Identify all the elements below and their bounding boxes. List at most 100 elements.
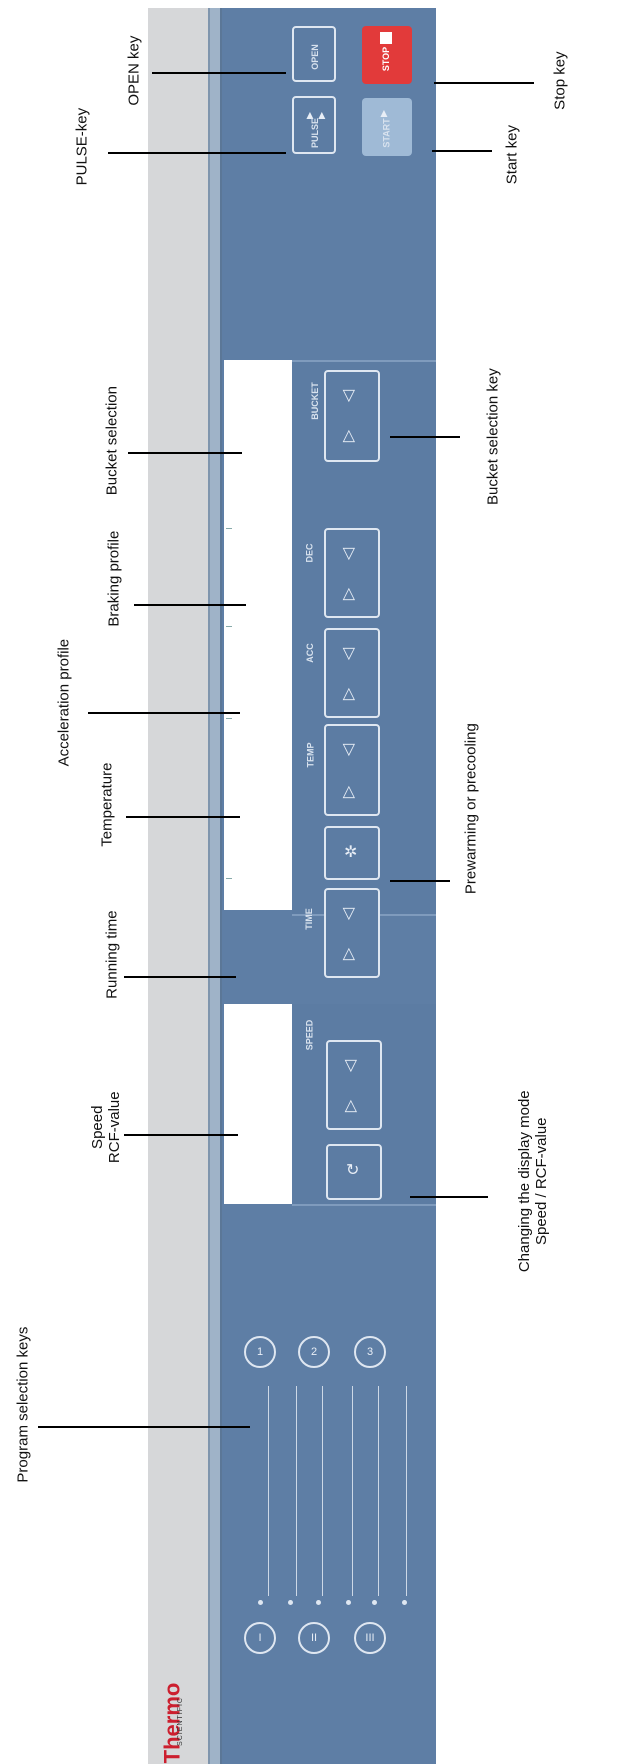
acc-key-label: ACC bbox=[304, 643, 315, 663]
callout-stop-key: Stop key bbox=[551, 51, 569, 110]
leader-bucket-key bbox=[390, 436, 460, 438]
start-key[interactable]: ▲ START bbox=[362, 98, 412, 156]
temp-key-label: TEMP bbox=[305, 742, 316, 768]
prewarm-key[interactable]: ✲ bbox=[324, 826, 380, 880]
program-indicator-line bbox=[296, 1386, 297, 1596]
dec-key-label: DEC bbox=[304, 543, 315, 563]
callout-bucket-selection: Bucket selection bbox=[103, 386, 121, 496]
program-key-II[interactable]: II bbox=[298, 1622, 330, 1654]
leader-acceleration bbox=[88, 712, 240, 714]
snowflake-icon: ✲ bbox=[344, 844, 358, 861]
callout-running-time: Running time bbox=[103, 910, 121, 999]
callout-start-key: Start key bbox=[503, 125, 521, 185]
display-tick bbox=[226, 878, 232, 879]
callout-acceleration-profile: Acceleration profile bbox=[55, 638, 73, 767]
program-key-2[interactable]: 2 bbox=[298, 1336, 330, 1368]
pulse-key[interactable]: ▲▲ PULSE bbox=[292, 96, 336, 154]
pulse-arrows-icon: ▲▲ bbox=[304, 108, 328, 122]
leader-speed bbox=[124, 1134, 238, 1136]
callout-speed-line1: Speed bbox=[88, 1105, 106, 1149]
display-mode-key[interactable]: ↻ bbox=[326, 1144, 382, 1200]
triangle-up-icon: ◁ bbox=[342, 1059, 360, 1073]
panel-edge-rim bbox=[208, 8, 222, 1764]
acceleration-profile-key[interactable]: ◁ ▷ bbox=[324, 628, 380, 718]
open-key-label: OPEN bbox=[309, 44, 320, 70]
callout-open-key: OPEN key bbox=[125, 35, 143, 106]
program-key-3[interactable]: 3 bbox=[354, 1336, 386, 1368]
leader-temperature bbox=[126, 816, 240, 818]
program-led bbox=[258, 1600, 263, 1605]
triangle-down-icon: ▷ bbox=[340, 947, 358, 961]
temperature-key[interactable]: ◁ ▷ bbox=[324, 724, 380, 816]
program-indicator-line bbox=[406, 1386, 407, 1596]
time-key-label: TIME bbox=[303, 908, 314, 930]
program-led bbox=[346, 1600, 351, 1605]
time-key[interactable]: ◁ ▷ bbox=[324, 888, 380, 978]
triangle-down-icon: ▷ bbox=[340, 429, 358, 443]
start-triangle-icon: ▲ bbox=[378, 106, 390, 120]
braking-profile-key[interactable]: ◁ ▷ bbox=[324, 528, 380, 618]
speed-key-label: SPEED bbox=[304, 1019, 315, 1051]
bucket-selection-key[interactable]: ◁ ▷ bbox=[324, 370, 380, 462]
leader-running-time bbox=[124, 976, 236, 978]
leader-pulse bbox=[108, 152, 286, 154]
display-tick bbox=[226, 626, 232, 627]
triangle-up-icon: ◁ bbox=[340, 743, 358, 757]
bucket-key-label: BUCKET bbox=[309, 382, 320, 420]
leader-start bbox=[432, 150, 492, 152]
callout-pulse-key: PULSE-key bbox=[73, 107, 91, 186]
program-led bbox=[402, 1600, 407, 1605]
leader-display-mode bbox=[410, 1196, 488, 1198]
callout-display-mode-line2: Speed / RCF-value bbox=[533, 1117, 550, 1246]
program-led bbox=[316, 1600, 321, 1605]
triangle-down-icon: ▷ bbox=[340, 587, 358, 601]
program-key-1[interactable]: 1 bbox=[244, 1336, 276, 1368]
program-indicator-line bbox=[378, 1386, 379, 1596]
callout-program-keys: Program selection keys bbox=[14, 1326, 32, 1483]
triangle-down-icon: ▷ bbox=[342, 1099, 360, 1113]
program-led bbox=[288, 1600, 293, 1605]
program-key-I[interactable]: I bbox=[244, 1622, 276, 1654]
cycle-icon: ↻ bbox=[346, 1162, 360, 1179]
program-indicator-line bbox=[352, 1386, 353, 1596]
callout-braking-profile: Braking profile bbox=[105, 530, 123, 627]
logo-sub: SCIENTIFIC bbox=[176, 1697, 184, 1746]
callout-speed-line2: RCF-value bbox=[106, 1091, 123, 1164]
program-indicator-line bbox=[322, 1386, 323, 1596]
display-tick bbox=[226, 718, 232, 719]
start-key-label: START bbox=[381, 118, 392, 148]
program-indicator-line bbox=[268, 1386, 269, 1596]
triangle-down-icon: ▷ bbox=[340, 785, 358, 799]
program-key-III[interactable]: III bbox=[354, 1622, 386, 1654]
callout-prewarming: Prewarming or precooling bbox=[462, 723, 480, 895]
display-tick bbox=[226, 528, 232, 529]
leader-open bbox=[152, 72, 286, 74]
triangle-down-icon: ▷ bbox=[340, 687, 358, 701]
callout-display-mode-line1: Changing the display mode bbox=[515, 1090, 533, 1273]
control-panel: OPEN STOP ▲▲ PULSE ▲ START BUCKET ◁ ▷ DE… bbox=[148, 8, 436, 1764]
callout-bucket-selection-key: Bucket selection key bbox=[484, 368, 502, 505]
callout-display-mode: Changing the display mode Speed / RCF-va… bbox=[516, 1086, 551, 1276]
leader-prewarm bbox=[390, 880, 450, 882]
panel-edge-grey bbox=[148, 8, 208, 1764]
callout-temperature: Temperature bbox=[98, 762, 116, 847]
stop-key-label: STOP bbox=[381, 46, 392, 72]
triangle-up-icon: ◁ bbox=[340, 647, 358, 661]
lcd-display-lower bbox=[224, 1004, 292, 1204]
speed-key[interactable]: ◁ ▷ bbox=[326, 1040, 382, 1130]
triangle-up-icon: ◁ bbox=[340, 547, 358, 561]
open-key[interactable]: OPEN bbox=[292, 26, 336, 82]
triangle-up-icon: ◁ bbox=[340, 389, 358, 403]
stop-key[interactable]: STOP bbox=[362, 26, 412, 84]
leader-bucket bbox=[128, 452, 242, 454]
thermo-logo: Thermo SCIENTIFIC bbox=[159, 1683, 208, 1764]
triangle-up-icon: ◁ bbox=[340, 907, 358, 921]
stop-square-icon bbox=[380, 32, 392, 44]
program-led bbox=[372, 1600, 377, 1605]
leader-stop bbox=[434, 82, 534, 84]
callout-speed: Speed RCF-value bbox=[89, 1077, 124, 1177]
pulse-key-label: PULSE bbox=[310, 117, 321, 149]
leader-braking bbox=[134, 604, 246, 606]
lcd-display bbox=[224, 360, 292, 910]
leader-program-keys bbox=[38, 1426, 250, 1428]
